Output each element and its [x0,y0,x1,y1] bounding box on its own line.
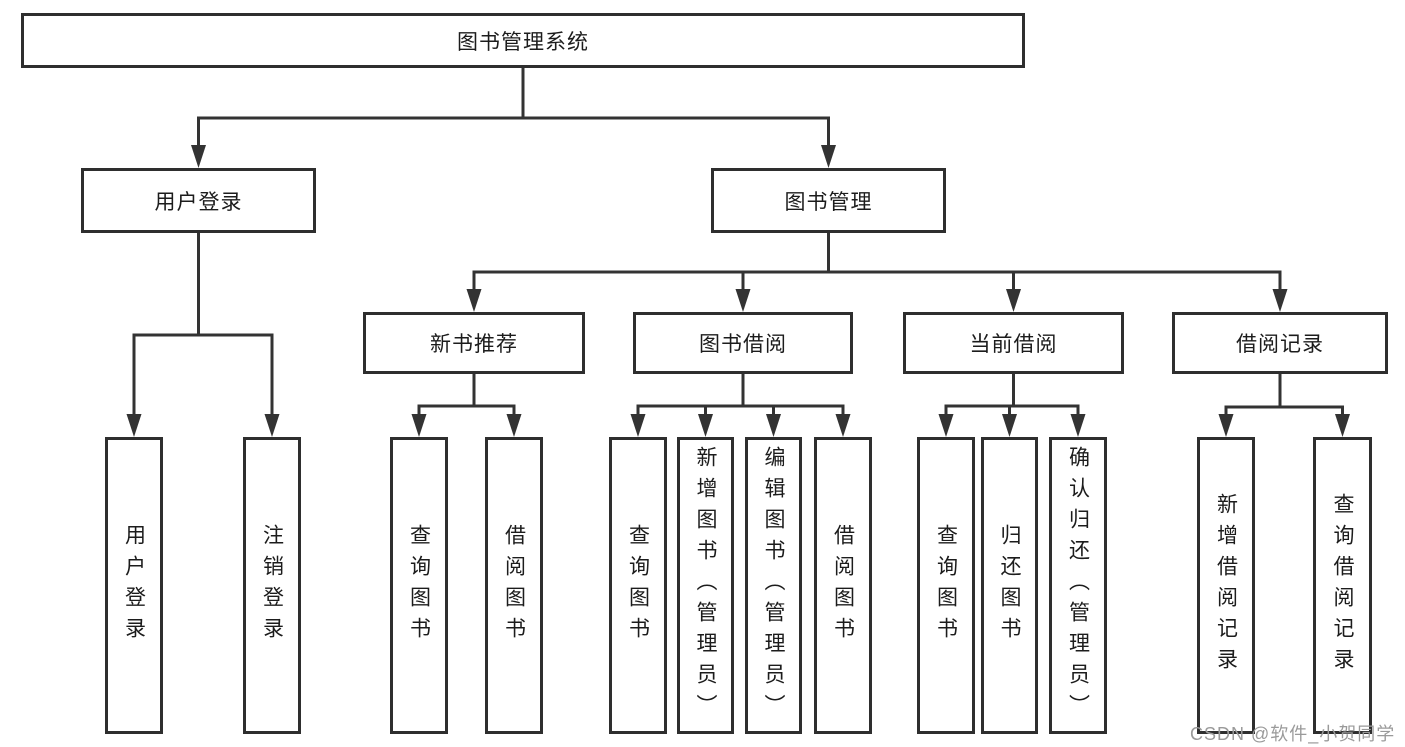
node-n2: 借阅图书 [485,437,543,734]
connector-login [126,231,280,437]
node-label: 查询图书 [626,523,650,648]
node-borrow: 图书借阅 [633,312,853,374]
node-label: 借阅记录 [1236,333,1324,356]
arrowhead-icon [506,414,522,437]
arrowhead-icon [1070,414,1086,437]
arrowhead-icon [766,414,781,437]
node-root: 图书管理系统 [21,13,1025,68]
node-label: 查询借阅记录 [1331,492,1354,679]
node-label: 查询图书 [407,523,431,648]
connector-newbook [411,372,522,437]
arrowhead-icon [821,145,836,168]
arrowhead-icon [630,414,646,437]
arrowhead-icon [735,289,751,312]
connector-current [938,372,1086,437]
arrowhead-icon [1006,289,1021,312]
node-b2: 新增图书（管理员） [677,437,734,734]
arrowhead-icon [1218,414,1234,437]
arrowhead-icon [411,414,427,437]
connector-borrow [630,372,851,437]
node-label: 新书推荐 [430,333,518,356]
node-logout: 注销登录 [243,437,301,734]
connector-root [191,66,836,168]
node-label: 归还图书 [998,523,1021,648]
node-r1: 新增借阅记录 [1197,437,1255,734]
arrowhead-icon [1335,414,1350,437]
node-r2: 查询借阅记录 [1313,437,1372,734]
node-c3: 确认归还（管理员） [1049,437,1107,734]
node-c1: 查询图书 [917,437,975,734]
node-b4: 借阅图书 [814,437,872,734]
arrowhead-icon [1272,289,1288,312]
arrowhead-icon [1002,414,1017,437]
node-label: 当前借阅 [969,333,1058,356]
connector-mgmt [466,231,1288,312]
node-label: 借阅图书 [502,523,526,648]
node-label: 编辑图书（管理员） [762,446,785,725]
arrowhead-icon [191,145,206,168]
node-label: 用户登录 [122,523,146,648]
node-label: 新增图书（管理员） [694,446,717,725]
node-b1: 查询图书 [609,437,667,734]
arrowhead-icon [264,414,280,437]
node-newbook: 新书推荐 [363,312,585,374]
connector-records [1218,372,1350,437]
arrowhead-icon [126,414,142,437]
node-label: 查询图书 [934,523,958,648]
node-login1: 用户登录 [105,437,163,734]
node-label: 图书管理系统 [457,30,589,54]
arrowhead-icon [835,414,851,437]
node-current: 当前借阅 [903,312,1124,374]
node-n1: 查询图书 [390,437,448,734]
node-c2: 归还图书 [981,437,1038,734]
node-records: 借阅记录 [1172,312,1388,374]
arrowhead-icon [698,414,713,437]
node-mgmt: 图书管理 [711,168,946,233]
node-b3: 编辑图书（管理员） [745,437,802,734]
node-label: 注销登录 [260,523,284,648]
node-label: 新增借阅记录 [1214,492,1238,679]
arrowhead-icon [466,289,482,312]
watermark: CSDN @软件_小贺同学 [1190,724,1396,744]
node-label: 用户登录 [154,190,243,214]
node-label: 确认归还（管理员） [1066,446,1090,725]
node-label: 借阅图书 [831,523,855,648]
node-label: 图书借阅 [699,333,787,356]
node-login: 用户登录 [81,168,316,233]
node-label: 图书管理 [784,190,873,214]
arrowhead-icon [938,414,954,437]
